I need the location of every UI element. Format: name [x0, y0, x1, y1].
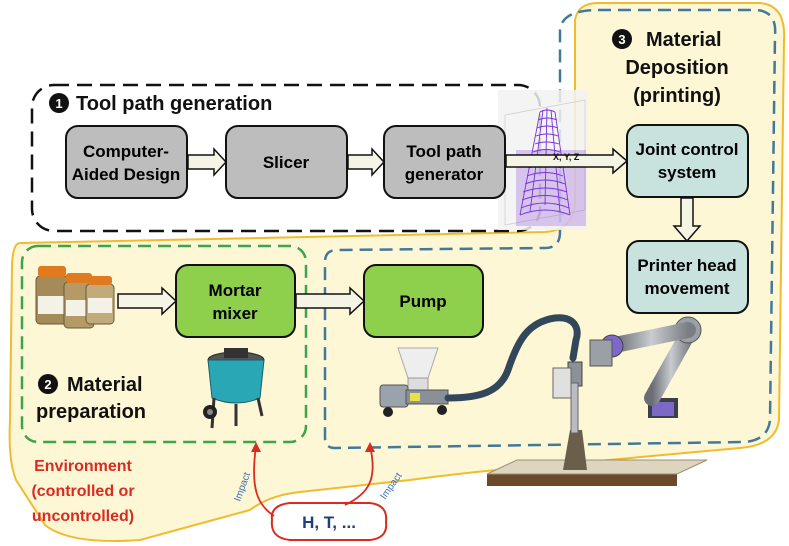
- number-badge-2-text: 2: [44, 377, 51, 392]
- cad-label-line2: Aided Design: [72, 165, 181, 184]
- arrow-joint-to-printer: [672, 197, 702, 243]
- number-badge-1-text: 1: [55, 96, 62, 111]
- xyz-label: X, Y, Z: [553, 152, 580, 162]
- pump-box: Pump: [363, 264, 484, 338]
- number-badge-3-text: 3: [618, 32, 625, 47]
- impact-arrows: [253, 445, 374, 517]
- section-2-title: 2 Material preparation: [36, 374, 146, 423]
- toolpath-label-line2: generator: [405, 165, 484, 184]
- pump-image: [379, 347, 449, 417]
- arrow-cad-to-slicer: [187, 147, 228, 177]
- impact-arrow-right: [344, 445, 374, 506]
- arrow-slicer-to-toolpath: [347, 147, 386, 177]
- material-hose: [444, 314, 581, 402]
- section-3-heading-line1: Material: [646, 29, 722, 51]
- number-badge-1: [49, 93, 69, 113]
- environment-line2: (controlled or: [31, 483, 134, 500]
- toolpath-label-line1: Tool path: [406, 142, 481, 161]
- pump-label: Pump: [399, 292, 446, 311]
- factors-text: H, T, ...: [302, 513, 356, 532]
- section-1-heading: Tool path generation: [76, 93, 272, 115]
- printer-label-line1: Printer head: [637, 256, 736, 275]
- joint-label-line2: system: [658, 163, 717, 182]
- cad-box: Computer- Aided Design: [65, 125, 188, 199]
- printer-label-line2: movement: [644, 279, 729, 298]
- number-badge-2: [38, 374, 58, 394]
- arrow-mixer-to-pump: [295, 286, 366, 316]
- toolpath-generator-box: Tool path generator: [383, 125, 506, 199]
- slicer-box: Slicer: [225, 125, 348, 199]
- environment-line1: Environment: [34, 458, 132, 475]
- printer-head-box: Printer head movement: [626, 240, 749, 314]
- section-3-title: 3 Material Deposition (printing): [612, 29, 729, 107]
- impact-arrowhead-right: [365, 442, 375, 452]
- section-2-heading-line1: Material: [67, 374, 143, 396]
- material-jars-image: [35, 266, 115, 329]
- robot-arm-image: [486, 316, 708, 486]
- environment-label: Environment (controlled or uncontrolled): [31, 458, 134, 525]
- joint-control-box: Joint control system: [626, 124, 749, 198]
- joint-label-line1: Joint control: [636, 140, 739, 159]
- section-3-heading-line2: Deposition: [625, 57, 728, 79]
- deposition-section-border: [323, 8, 777, 450]
- mixer-label-line2: mixer: [212, 304, 258, 323]
- slicer-label: Slicer: [263, 153, 310, 172]
- section-1-title: 1 Tool path generation: [49, 93, 272, 115]
- mixer-label-line1: Mortar: [209, 281, 262, 300]
- material-section-border: [20, 244, 308, 444]
- number-badge-3: [612, 29, 632, 49]
- arrow-materials-to-mixer: [117, 286, 178, 316]
- impact-arrowhead-left: [251, 442, 261, 452]
- flow-arrows: [117, 147, 702, 316]
- section-3-heading-line3: (printing): [633, 85, 721, 107]
- toolpath-section-border: [30, 83, 542, 233]
- mortar-mixer-image: [203, 348, 265, 429]
- cad-label-line1: Computer-: [83, 142, 169, 161]
- environment-line3: uncontrolled): [32, 508, 134, 525]
- section-2-heading-line2: preparation: [36, 401, 146, 423]
- environment-factors-bubble: H, T, ...: [270, 502, 388, 541]
- arrow-toolpath-to-joint: [505, 147, 629, 175]
- impact-arrow-left: [253, 445, 275, 517]
- mortar-mixer-box: Mortar mixer: [175, 264, 296, 338]
